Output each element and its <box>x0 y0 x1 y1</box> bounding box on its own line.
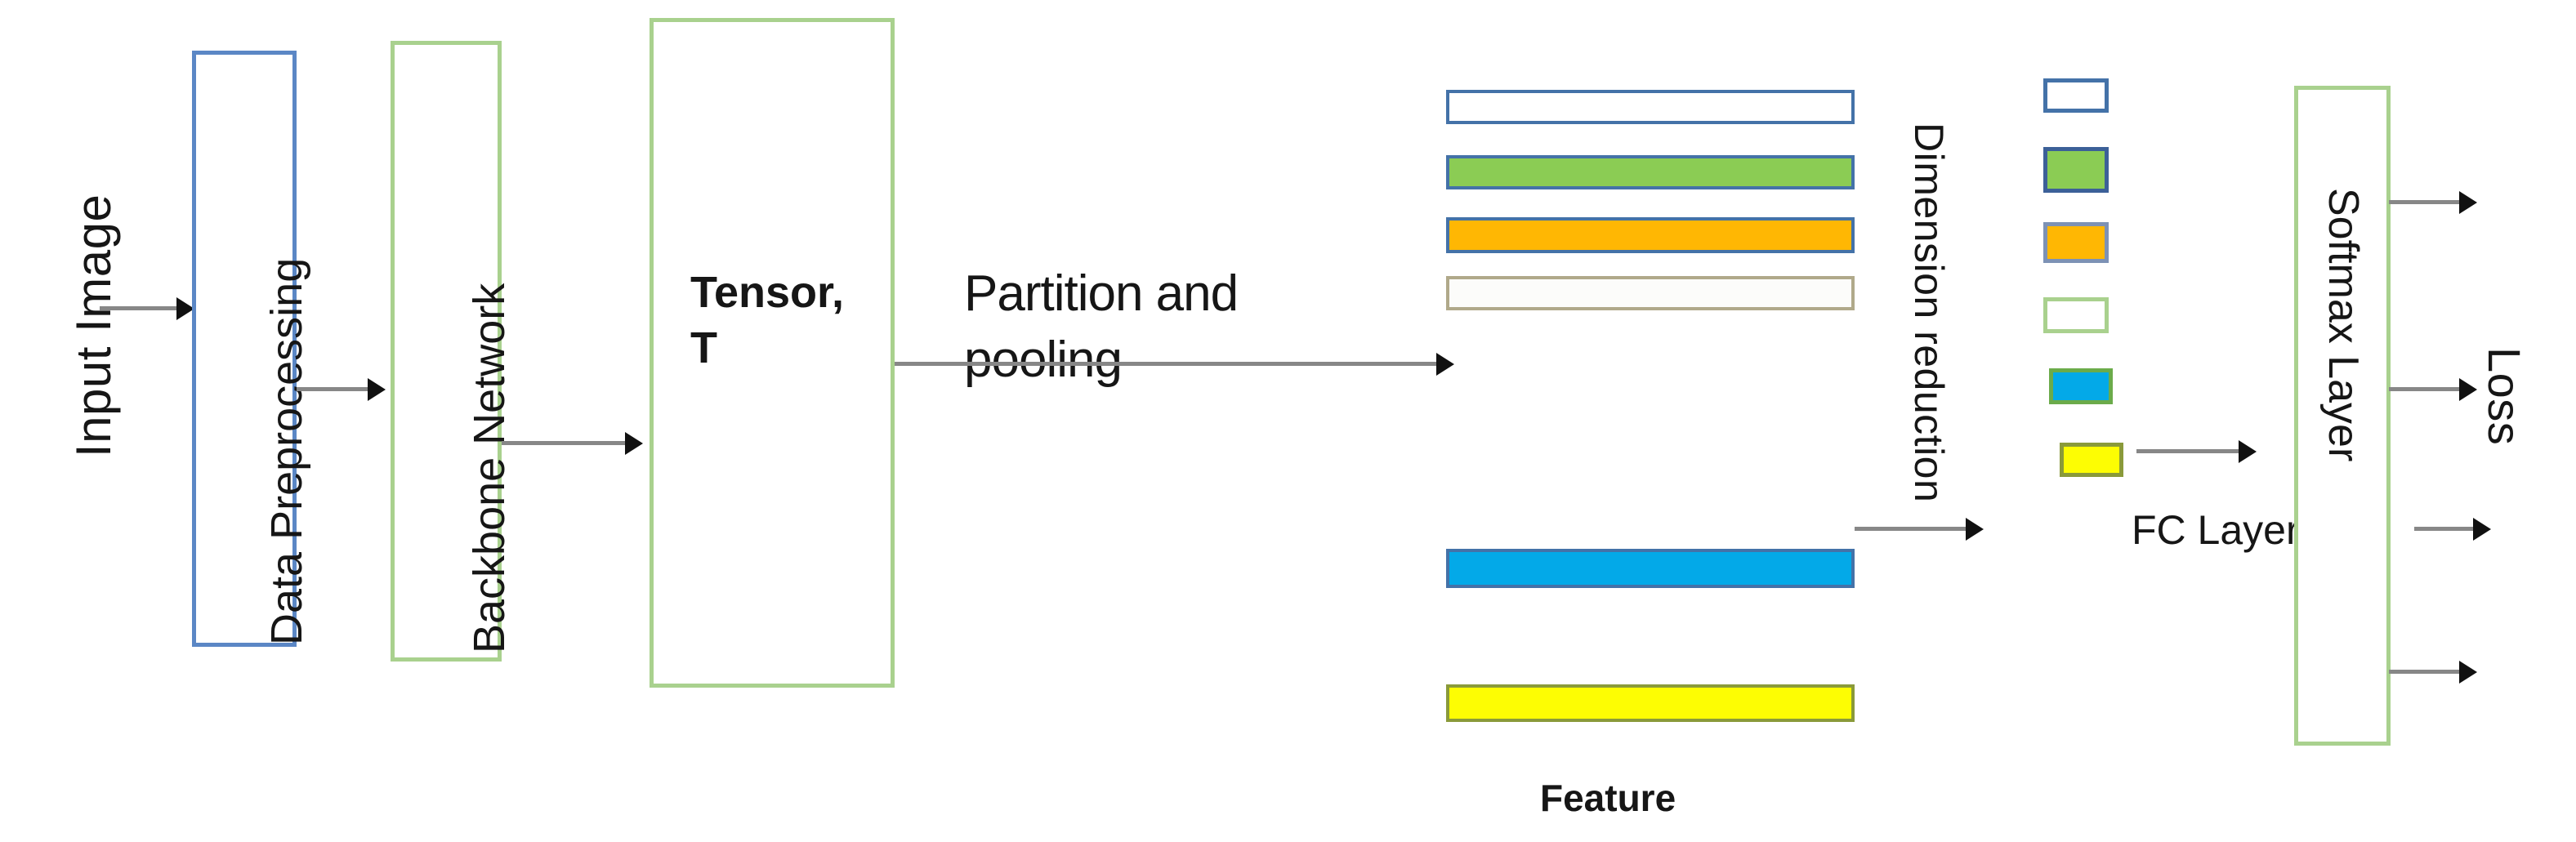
box-softmax-layer[interactable] <box>2294 86 2391 746</box>
partition-label-line1: Partition and <box>964 265 1239 322</box>
box-softmax-layer-label: Softmax Layer <box>2319 188 2367 462</box>
input-image-label: Input Image <box>66 194 121 457</box>
loss-label: Loss <box>2479 347 2530 446</box>
feature-bar-3[interactable] <box>1446 217 1855 253</box>
legend-swatch-4[interactable] <box>2043 297 2109 333</box>
legend-swatch-3[interactable] <box>2043 222 2109 263</box>
feature-bar-6[interactable] <box>1446 684 1855 722</box>
legend-swatch-1[interactable] <box>2043 78 2109 113</box>
box-backbone-network[interactable] <box>391 41 502 662</box>
feature-bar-2[interactable] <box>1446 155 1855 189</box>
legend-swatch-2[interactable] <box>2043 147 2109 193</box>
box-tensor-label: Tensor, T <box>690 265 844 376</box>
legend-swatch-5[interactable] <box>2049 368 2113 404</box>
dimension-reduction-label: Dimension reduction <box>1906 123 1952 503</box>
box-tensor-label-line2: T <box>690 323 717 372</box>
partition-and-pooling-label: Partition and pooling <box>964 261 1239 393</box>
feature-bar-1[interactable] <box>1446 90 1855 124</box>
fc-layer-label: FC Layer <box>2132 507 2300 553</box>
box-data-preprocessing-label: Data Preprocessing <box>262 257 311 645</box>
box-tensor-label-line1: Tensor, <box>690 268 845 317</box>
legend-swatch-6[interactable] <box>2060 443 2123 477</box>
box-backbone-network-label: Backbone Network <box>465 283 514 653</box>
partition-label-line2: pooling <box>964 331 1123 388</box>
feature-bar-5[interactable] <box>1446 549 1855 588</box>
feature-caption: Feature <box>1540 777 1676 819</box>
feature-bar-4[interactable] <box>1446 276 1855 310</box>
box-data-preprocessing[interactable] <box>192 51 297 647</box>
box-tensor[interactable] <box>650 18 895 688</box>
